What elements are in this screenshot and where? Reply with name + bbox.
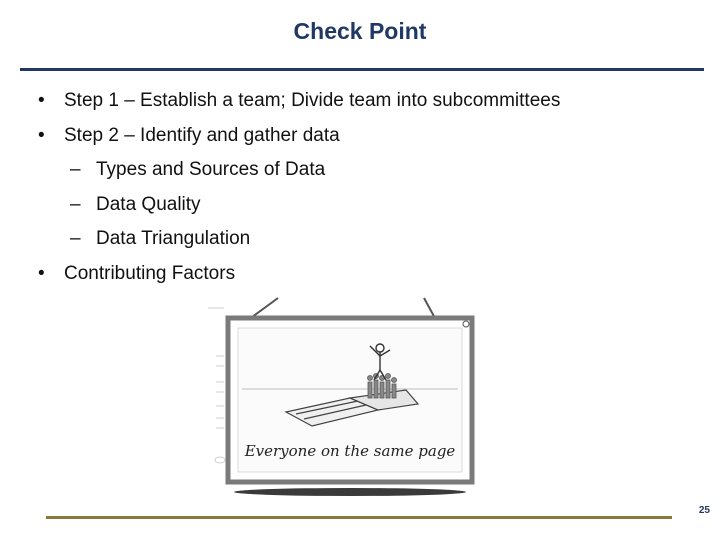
sub-bullet-item: – Data Quality	[38, 188, 698, 223]
standing-figure-drawing	[369, 343, 391, 381]
sign-shadow	[234, 488, 466, 496]
bullet-marker: •	[38, 262, 45, 284]
footer-divider	[46, 516, 672, 519]
hanging-sign-illustration: Everyone on the same page	[208, 297, 475, 496]
dash-marker: –	[70, 159, 81, 180]
sub-bullet-item: – Types and Sources of Data	[38, 153, 698, 188]
slide-title: Check Point	[293, 18, 427, 44]
bullet-item: • Step 2 – Identify and gather data	[38, 119, 698, 154]
bullet-text: Step 1 – Establish a team; Divide team i…	[64, 90, 561, 111]
margin-scribbles	[208, 307, 226, 464]
bullet-marker: •	[38, 90, 45, 111]
crowd-drawing	[367, 373, 397, 399]
title-divider	[20, 68, 704, 71]
sign-caption: Everyone on the same page	[244, 442, 456, 460]
page-number: 25	[698, 505, 710, 516]
bullet-item: • Contributing Factors	[38, 257, 698, 292]
sub-bullet-text: Data Triangulation	[96, 228, 251, 249]
dash-marker: –	[70, 228, 81, 249]
bullet-item: • Step 1 – Establish a team; Divide team…	[38, 84, 698, 119]
bullet-list: • Step 1 – Establish a team; Divide team…	[38, 84, 698, 291]
sub-bullet-text: Data Quality	[96, 193, 201, 215]
sub-bullet-text: Types and Sources of Data	[96, 159, 326, 180]
sub-bullet-item: – Data Triangulation	[38, 222, 698, 257]
dash-marker: –	[70, 193, 81, 215]
bullet-text: Step 2 – Identify and gather data	[64, 124, 340, 146]
bullet-text: Contributing Factors	[64, 262, 236, 284]
screw-icon	[462, 320, 470, 328]
bullet-marker: •	[38, 124, 45, 146]
